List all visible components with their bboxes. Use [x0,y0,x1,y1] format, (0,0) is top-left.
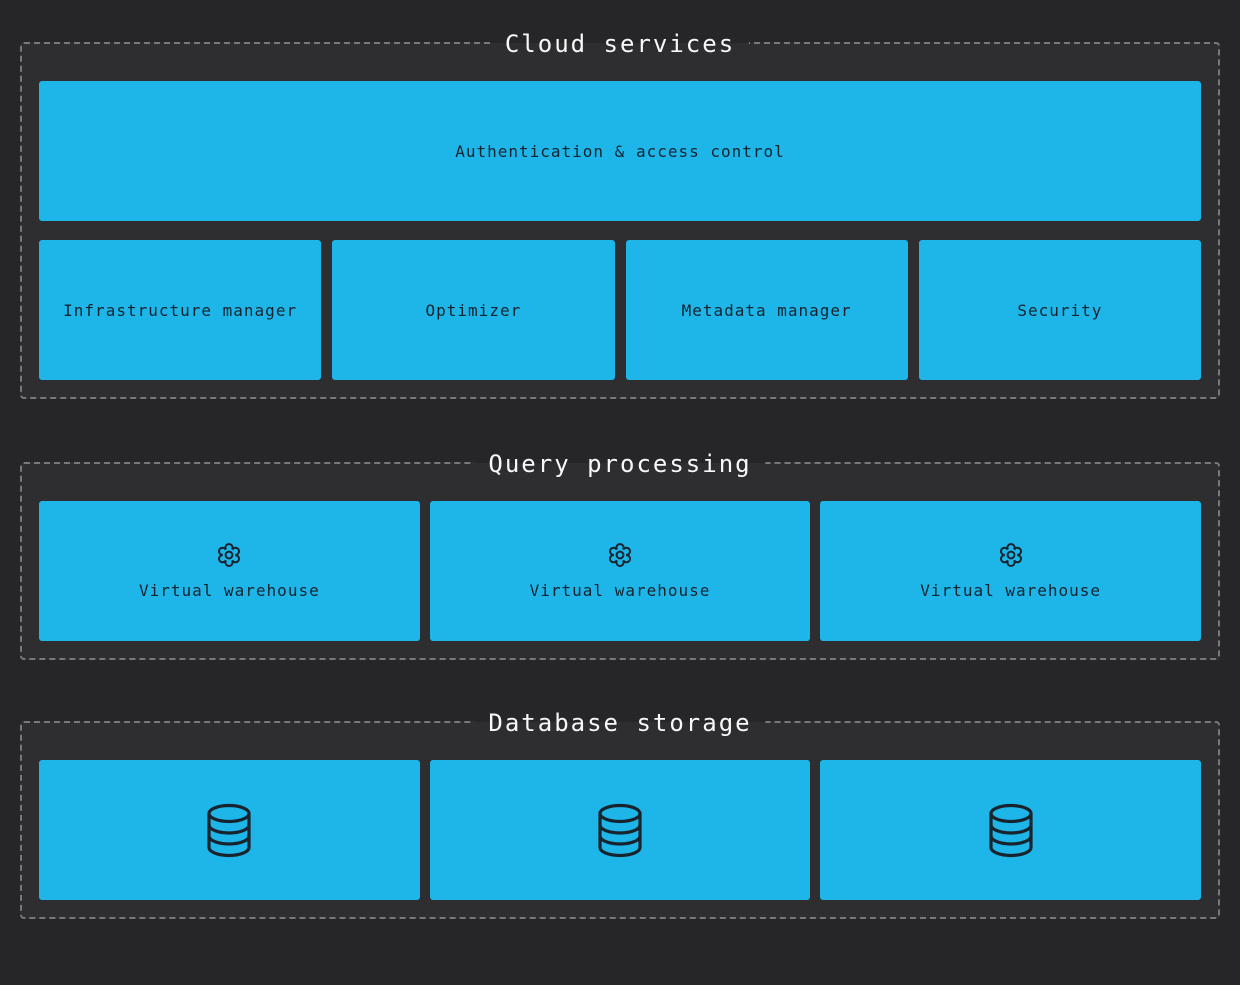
section-cloud-services: Cloud services Authentication & access c… [20,24,1220,399]
box-optimizer: Optimizer [332,240,615,380]
box-label: Virtual warehouse [138,581,320,600]
section-query-processing: Query processing [20,444,1220,660]
gear-icon [998,542,1024,568]
box-database [429,760,811,900]
box-virtual-warehouse: Virtual warehouse [429,501,811,641]
box-label: Authentication & access control [455,141,785,161]
box-metadata-manager: Metadata manager [625,240,908,380]
box-authentication-access-control: Authentication & access control [39,81,1201,221]
cloud-services-row: Infrastructure manager Optimizer Metadat… [39,240,1201,380]
database-storage-row [39,760,1202,900]
box-label: Security [1017,300,1103,320]
box-label: Virtual warehouse [529,581,711,600]
box-label: Metadata manager [681,300,852,320]
box-infrastructure-manager: Infrastructure manager [39,240,322,380]
box-virtual-warehouse: Virtual warehouse [820,501,1202,641]
box-database [820,760,1202,900]
gear-icon [607,542,633,568]
architecture-diagram: Cloud services Authentication & access c… [0,24,1240,985]
box-virtual-warehouse: Virtual warehouse [39,501,420,641]
box-label: Virtual warehouse [920,581,1102,600]
query-processing-row: Virtual warehouse [39,501,1202,641]
section-database-storage: Database storage [20,703,1220,919]
database-icon [205,803,253,858]
gear-icon [216,542,242,568]
box-security: Security [918,240,1201,380]
box-label: Optimizer [425,300,522,320]
box-database [39,760,420,900]
database-icon [596,803,644,858]
section-title-query-processing: Query processing [474,444,766,484]
section-title-database-storage: Database storage [474,703,766,743]
database-icon [987,803,1035,858]
section-title-cloud-services: Cloud services [490,24,750,64]
box-label: Infrastructure manager [63,300,298,320]
